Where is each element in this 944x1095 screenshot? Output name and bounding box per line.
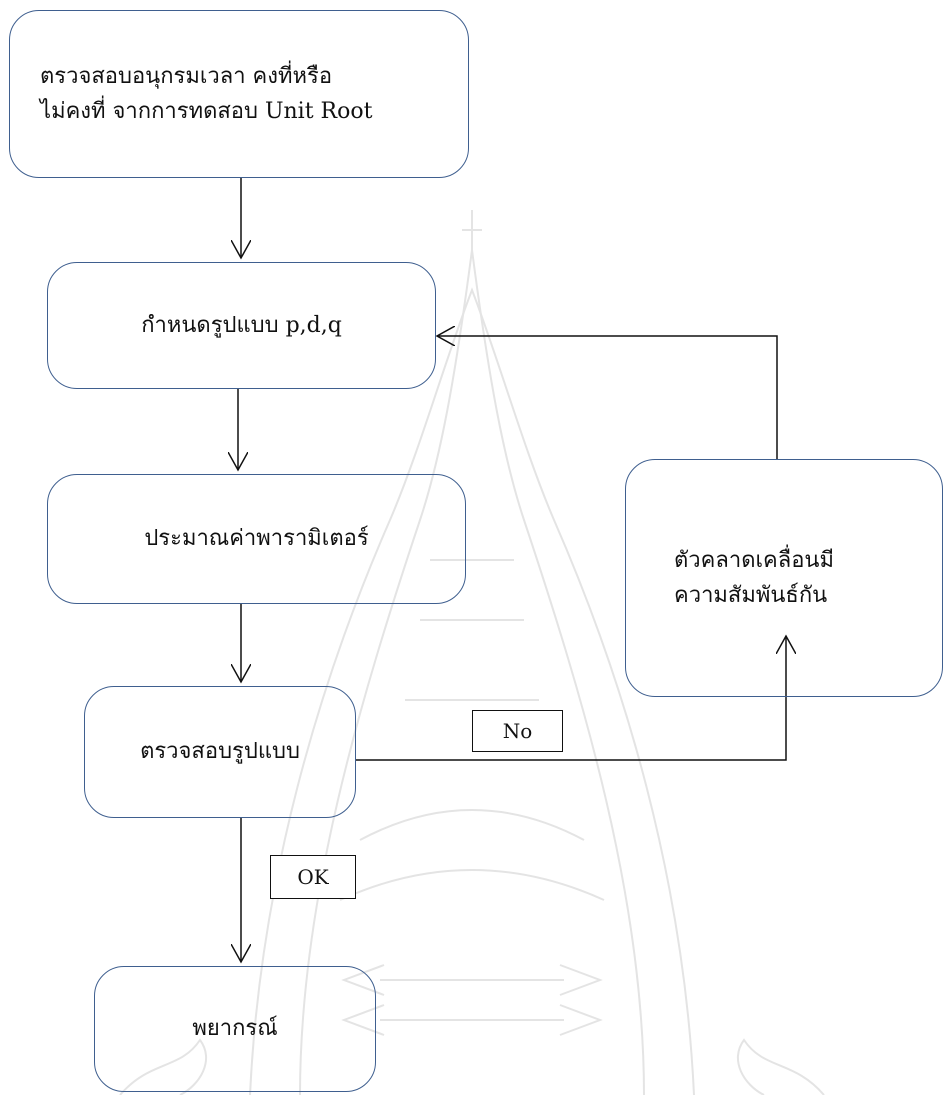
node-check-stationarity-line1: ตรวจสอบอนุกรมเวลา คงที่หรือ: [40, 63, 333, 89]
node-check-stationarity-line2: ไม่คงที่ จากการทดสอบ Unit Root: [40, 99, 373, 124]
node-check-model-label: ตรวจสอบรูปแบบ: [140, 739, 300, 765]
node-identify-model: กำหนดรูปแบบ p,d,q: [47, 262, 436, 389]
arrow-residual-to-identify: [437, 336, 778, 459]
node-estimate-parameters-label: ประมาณค่าพารามิเตอร์: [144, 526, 369, 552]
node-forecast: พยากรณ์: [94, 966, 376, 1092]
edge-label-ok-text: OK: [297, 865, 329, 889]
node-residual-correlated-line1: ตัวคลาดเคลื่อนมี: [674, 547, 834, 573]
node-residual-correlated-line2: ความสัมพันธ์กัน: [674, 583, 828, 608]
node-identify-model-label: กำหนดรูปแบบ p,d,q: [141, 312, 342, 338]
node-residual-correlated: ตัวคลาดเคลื่อนมี ความสัมพันธ์กัน: [625, 459, 943, 697]
edge-label-ok: OK: [270, 855, 356, 899]
edge-label-no-text: No: [502, 719, 533, 743]
node-check-stationarity: ตรวจสอบอนุกรมเวลา คงที่หรือ ไม่คงที่ จาก…: [9, 10, 469, 178]
edge-label-no: No: [472, 710, 563, 752]
node-forecast-label: พยากรณ์: [192, 1016, 278, 1042]
node-estimate-parameters: ประมาณค่าพารามิเตอร์: [47, 474, 466, 604]
arrow-checkmodel-to-residual: [356, 636, 786, 761]
node-check-model: ตรวจสอบรูปแบบ: [84, 686, 356, 818]
